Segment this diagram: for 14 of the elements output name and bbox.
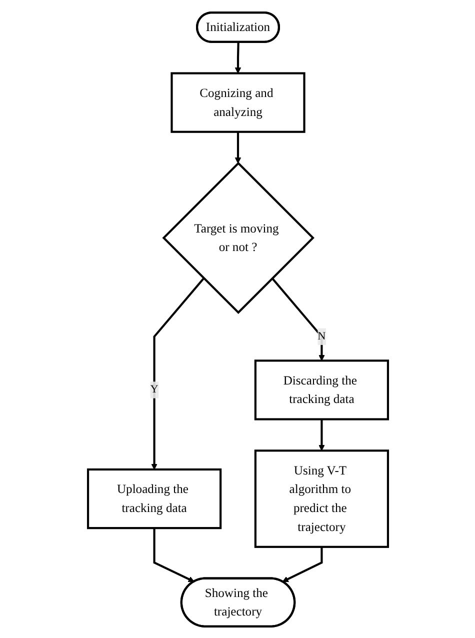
node-box: Cognizing and analyzing [170, 72, 305, 132]
arrow [234, 42, 241, 74]
arrow [318, 418, 324, 450]
edge-label: N [317, 330, 326, 342]
node-box: Using V-T algorithm to predict the trajectory [254, 449, 389, 548]
node-box: Discarding the tracking data [254, 359, 389, 420]
arrow [270, 277, 324, 360]
edge-label: Y [150, 383, 158, 396]
node-diamond: Target is moving or not ? [162, 161, 314, 314]
arrow [234, 131, 241, 164]
arrow [150, 277, 204, 470]
arrow [282, 546, 322, 582]
arrow [152, 528, 194, 582]
node-box: Uploading the tracking data [86, 468, 222, 529]
